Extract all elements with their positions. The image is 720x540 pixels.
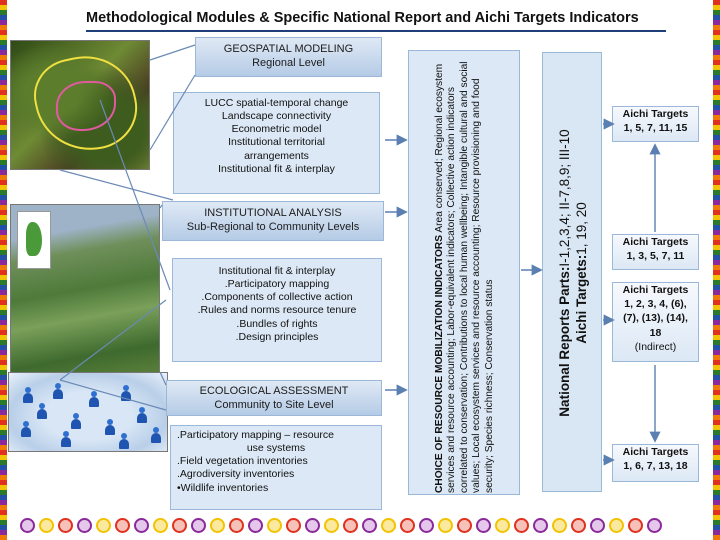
institutional-analysis-header: INSTITUTIONAL ANALYSIS Sub-Regional to C… [162,201,384,241]
institutional-header-title: INSTITUTIONAL ANALYSIS [204,207,342,219]
national-reports-parts-value: I-1,2,3,4; II-7,8,9; III-10 [557,129,572,267]
connector-line [59,169,174,201]
national-reports-aichi-label: Aichi Targets: [574,254,589,344]
geospatial-item: Econometric model [231,123,322,136]
geospatial-item: LUCC spatial-temporal change [204,97,349,109]
aichi-targets-box: Aichi Targets 1, 3, 5, 7, 11 [612,234,699,270]
country-inset-map [17,211,51,269]
aichi-box-values: 18 [649,326,662,339]
page-title: Methodological Modules & Specific Nation… [86,10,639,26]
institutional-item: .Rules and norms resource tenure [197,304,357,317]
national-reports-aichi-value: 1, 19, 20 [574,202,589,255]
aichi-box-title: Aichi Targets [622,236,689,248]
resource-mobilization-indicators-panel: CHOICE OF RESOURCE MOBILIZATION INDICATO… [408,50,520,495]
right-decorative-stripe [713,0,720,540]
connector-line [149,44,196,61]
national-reports-panel: National Reports Parts:I-1,2,3,4; II-7,8… [542,52,602,492]
ecological-item: use systems [246,442,306,455]
aichi-box-note: (Indirect) [634,340,677,353]
landscape-photo [10,204,160,374]
institutional-item: Institutional fit & interplay [218,265,336,277]
community-network-image [8,372,168,452]
institutional-item: .Components of collective action [201,291,353,304]
geospatial-modeling-body: LUCC spatial-temporal change Landscape c… [173,92,380,194]
geospatial-header-title: GEOSPATIAL MODELING [223,43,354,55]
geospatial-item: Institutional fit & interplay [218,162,335,175]
ecological-assessment-header: ECOLOGICAL ASSESSMENT Community to Site … [166,380,382,416]
institutional-analysis-body: Institutional fit & interplay .Participa… [172,258,382,362]
geospatial-header-level: Regional Level [252,56,325,69]
ecological-item: .Agrodiversity inventories [177,468,295,481]
geospatial-modeling-header: GEOSPATIAL MODELING Regional Level [195,37,382,77]
ecological-item: •Wildlife inventories [177,481,269,494]
aichi-targets-box: Aichi Targets 1, 5, 7, 11, 15 [612,106,699,142]
indicators-title: CHOICE OF RESOURCE MOBILIZATION INDICATO… [433,234,445,493]
aichi-box-values: 1, 3, 5, 7, 11 [626,250,685,263]
geospatial-item: Institutional territorial [228,136,325,149]
aichi-box-title: Aichi Targets [622,446,689,458]
satellite-map-image [10,40,150,170]
aichi-box-values: 1, 2, 3, 4, (6), [624,298,687,311]
aichi-box-title: Aichi Targets [622,108,689,120]
aichi-targets-box: Aichi Targets 1, 2, 3, 4, (6), (7), (13)… [612,282,699,362]
title-rule [86,30,666,32]
institutional-item: .Participatory mapping [224,278,330,291]
ecological-header-level: Community to Site Level [214,398,334,411]
bottom-decorative-border [20,518,710,534]
aichi-box-values: 1, 5, 7, 11, 15 [623,122,688,135]
ecological-header-title: ECOLOGICAL ASSESSMENT [199,385,349,397]
ecological-item: .Participatory mapping – resource [177,429,334,441]
institutional-header-level: Sub-Regional to Community Levels [186,220,360,233]
aichi-box-values: 1, 6, 7, 13, 18 [623,460,688,473]
ecological-assessment-body: .Participatory mapping – resource use sy… [170,425,382,510]
institutional-item: .Bundles of rights [236,317,318,330]
ecological-item: .Field vegetation inventories [177,455,308,468]
geospatial-item: arrangements [244,149,309,162]
national-reports-parts-label: National Reports Parts: [557,266,572,417]
aichi-box-values: (7), (13), (14), [623,312,688,325]
aichi-box-title: Aichi Targets [622,284,689,296]
institutional-item: .Design principles [235,330,319,343]
aichi-targets-box: Aichi Targets 1, 6, 7, 13, 18 [612,444,699,482]
geospatial-item: Landscape connectivity [221,110,332,123]
left-decorative-stripe [0,0,7,540]
